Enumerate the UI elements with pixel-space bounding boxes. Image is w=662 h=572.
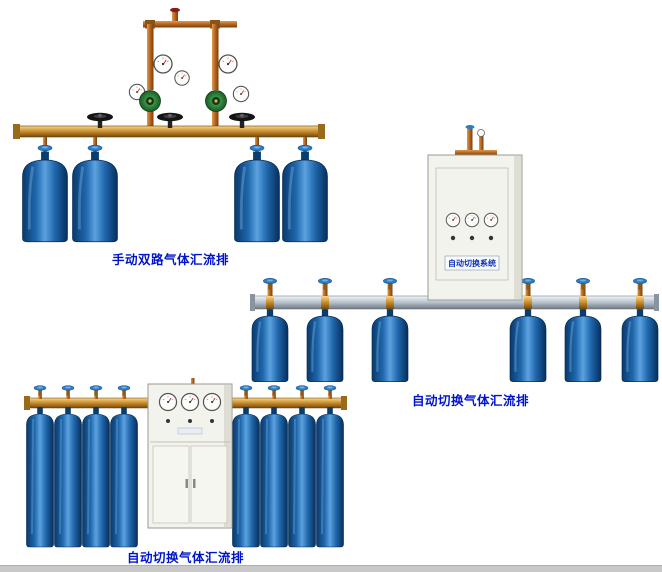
cylinder-station bbox=[620, 277, 660, 383]
cylinder-station bbox=[370, 277, 410, 383]
gas-cylinder bbox=[370, 308, 410, 383]
cabinet-label: 自动切换系统 bbox=[448, 258, 496, 268]
cylinder-station bbox=[563, 277, 603, 383]
cylinder-station bbox=[305, 277, 345, 383]
cylinder-valve bbox=[33, 385, 47, 397]
cylinder-station bbox=[259, 385, 289, 548]
bottom-edge-bar bbox=[0, 565, 662, 572]
cabinet-switch bbox=[469, 235, 475, 241]
cylinder-station bbox=[250, 277, 290, 383]
cylinder-valve bbox=[323, 385, 337, 397]
figure-manual-dual-manifold bbox=[13, 8, 329, 244]
cabinet-switch bbox=[188, 419, 192, 423]
cabinet-door bbox=[152, 445, 190, 524]
cylinder-valve bbox=[575, 277, 591, 291]
cylinder-station bbox=[508, 277, 548, 383]
gas-cylinder bbox=[250, 308, 290, 383]
door-handle bbox=[193, 479, 196, 488]
cylinder-valve bbox=[267, 385, 281, 397]
pressure-gauge bbox=[218, 54, 238, 74]
product-caption: 自动切换气体汇流排 bbox=[126, 550, 244, 565]
control-cabinet bbox=[147, 378, 233, 529]
control-cabinet: 自动切换系统 bbox=[427, 125, 523, 301]
cabinet-switch bbox=[450, 235, 456, 241]
figure-auto-switch-manifold-a: 自动切换系统 bbox=[250, 125, 660, 383]
gas-cylinder bbox=[259, 406, 289, 548]
cylinder-station bbox=[53, 385, 83, 548]
cylinder-valve bbox=[295, 385, 309, 397]
pressure-gauge bbox=[477, 129, 485, 137]
cylinder-valve bbox=[89, 385, 103, 397]
pressure-regulator bbox=[139, 90, 161, 112]
cylinder-station bbox=[281, 137, 329, 244]
product-caption: 手动双路气体汇流排 bbox=[111, 252, 229, 267]
cylinder-station bbox=[81, 385, 111, 548]
door-handle bbox=[185, 479, 188, 488]
cabinet-gauge bbox=[464, 212, 480, 228]
cylinder-station bbox=[71, 137, 119, 244]
cabinet-gauge bbox=[202, 392, 222, 412]
cabinet-label-plate bbox=[444, 255, 500, 271]
cylinder-station bbox=[231, 385, 261, 548]
cylinder-valve bbox=[239, 385, 253, 397]
cylinder-valve bbox=[61, 385, 75, 397]
cylinder-station bbox=[287, 385, 317, 548]
cylinder-station bbox=[21, 137, 69, 244]
gas-cylinder bbox=[620, 308, 660, 383]
cabinet-label-plate bbox=[177, 427, 203, 435]
cabinet-switch bbox=[210, 419, 214, 423]
gas-cylinder bbox=[231, 406, 261, 548]
gas-cylinder bbox=[315, 406, 345, 548]
pressure-gauge bbox=[153, 54, 173, 74]
gas-cylinder bbox=[305, 308, 345, 383]
gas-cylinder bbox=[21, 150, 69, 244]
manifold-pipe bbox=[250, 294, 659, 311]
header-pipe bbox=[143, 8, 237, 128]
cylinder-station bbox=[233, 137, 281, 244]
gas-cylinder bbox=[25, 406, 55, 548]
cabinet-gauge bbox=[158, 392, 178, 412]
cylinder-valve bbox=[465, 125, 475, 129]
pressure-gauge bbox=[232, 85, 250, 103]
cylinder-valve bbox=[262, 277, 278, 291]
cabinet-door bbox=[190, 445, 228, 524]
cabinet-switch bbox=[166, 419, 170, 423]
gas-cylinder bbox=[563, 308, 603, 383]
cylinder-station bbox=[109, 385, 139, 548]
gas-cylinder bbox=[109, 406, 139, 548]
cylinder-station bbox=[25, 385, 55, 548]
cylinder-valve bbox=[520, 277, 536, 291]
cylinder-valve bbox=[382, 277, 398, 291]
cylinder-valve bbox=[117, 385, 131, 397]
cylinder-valve bbox=[317, 277, 333, 291]
gas-cylinder bbox=[508, 308, 548, 383]
cabinet-gauge bbox=[483, 212, 499, 228]
pressure-gauge bbox=[174, 70, 190, 86]
cylinder-station bbox=[315, 385, 345, 548]
cabinet-gauge bbox=[180, 392, 200, 412]
gas-cylinder bbox=[287, 406, 317, 548]
product-caption: 自动切换气体汇流排 bbox=[411, 393, 529, 408]
gas-cylinder bbox=[81, 406, 111, 548]
gas-cylinder bbox=[71, 150, 119, 244]
pressure-regulator bbox=[205, 90, 227, 112]
cabinet-switch bbox=[488, 235, 494, 241]
gas-cylinder bbox=[53, 406, 83, 548]
cylinder-valve bbox=[632, 277, 648, 291]
cabinet-gauge bbox=[445, 212, 461, 228]
figure-auto-switch-manifold-b bbox=[24, 378, 347, 548]
